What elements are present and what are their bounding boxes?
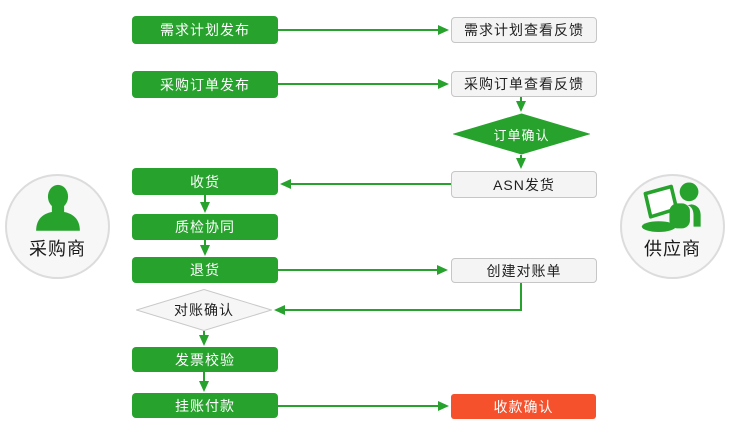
decision-label: 对账确认 (174, 302, 234, 318)
node-receipt-confirm: 收款确认 (451, 394, 596, 419)
node-quality-collab: 质检协同 (132, 214, 278, 240)
actor-label: 采购商 (29, 239, 86, 259)
node-invoice-check: 发票校验 (132, 347, 278, 372)
node-receive-goods: 收货 (132, 168, 278, 195)
node-demand-plan-publish: 需求计划发布 (132, 16, 278, 44)
node-create-statement: 创建对账单 (451, 258, 597, 283)
diamond-shape (453, 113, 590, 155)
decision-order-confirm: 订单确认 (453, 113, 590, 155)
decision-recon-confirm: 对账确认 (136, 289, 272, 331)
node-po-publish: 采购订单发布 (132, 71, 278, 98)
node-demand-plan-feedback: 需求计划查看反馈 (451, 17, 597, 43)
person-icon (30, 183, 86, 233)
node-po-feedback: 采购订单查看反馈 (451, 71, 597, 97)
node-return-goods: 退货 (132, 257, 278, 283)
node-payment: 挂账付款 (132, 393, 278, 418)
decision-label: 订单确认 (493, 127, 550, 143)
person-laptop-icon (640, 181, 706, 233)
actor-buyer: 采购商 (5, 174, 110, 279)
node-asn-ship: ASN发货 (451, 171, 597, 198)
edge-statement-to-recon (274, 283, 522, 315)
actor-label: 供应商 (644, 239, 701, 259)
diamond-shape (136, 289, 272, 331)
actor-supplier: 供应商 (620, 174, 725, 279)
